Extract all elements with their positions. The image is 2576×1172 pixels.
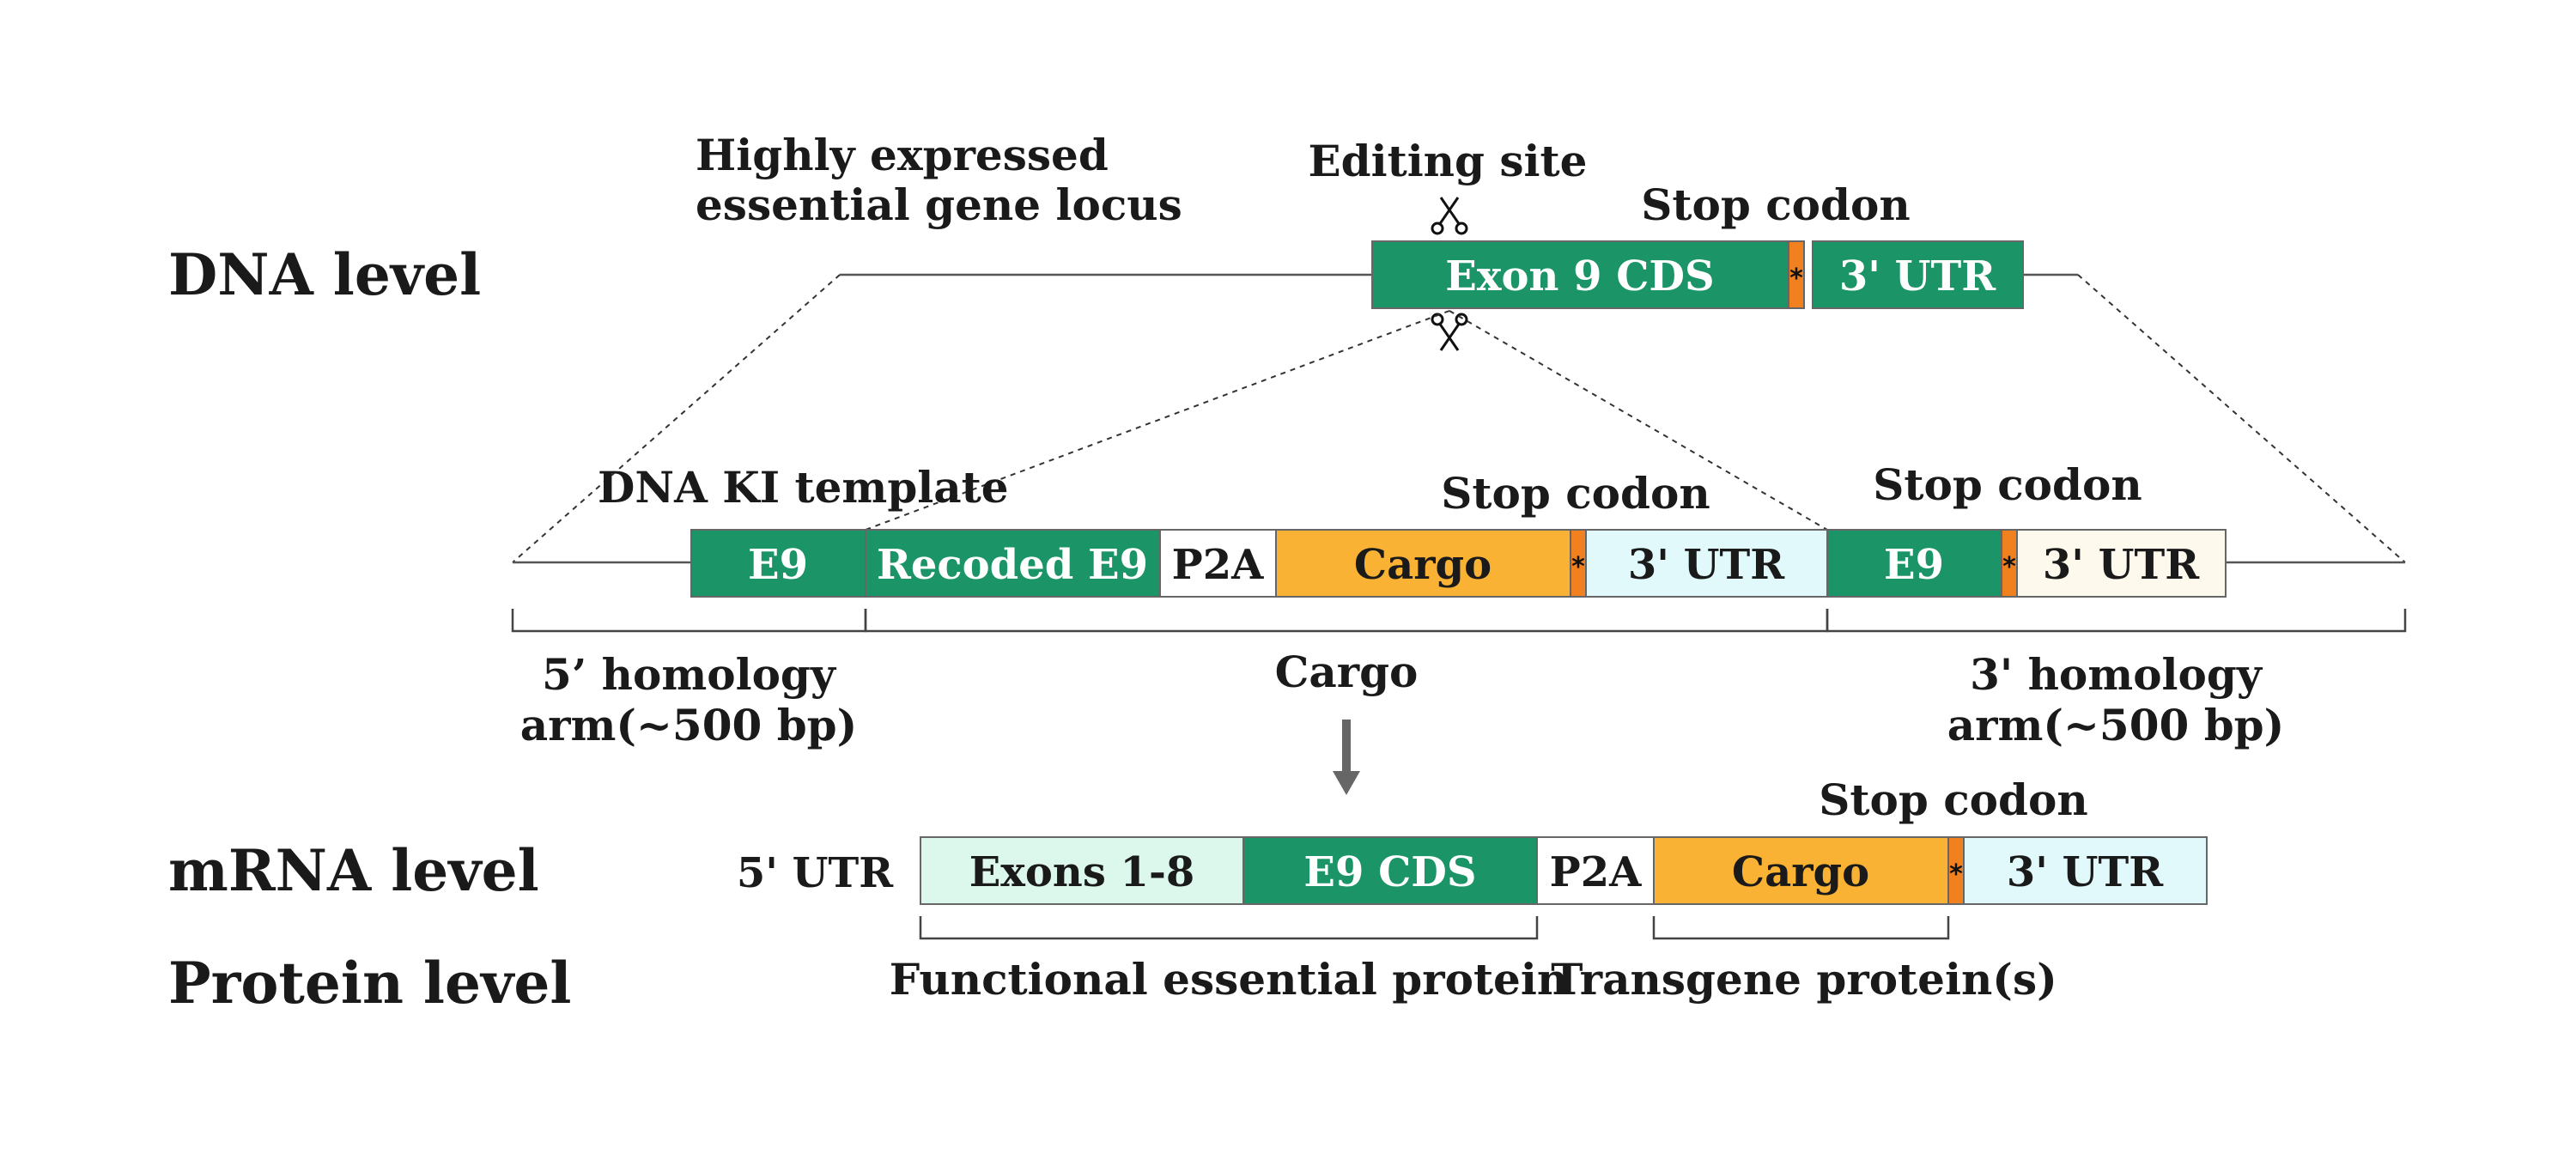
- arm3-bracket: [1826, 609, 2407, 633]
- arm5-label-line1: 5’ homology: [542, 649, 837, 700]
- mrna-transcript: 5' UTR Exons 1-8 E9 CDS P2A Cargo * 3' U…: [737, 774, 2208, 905]
- exons-1-8-label: Exons 1-8: [969, 848, 1195, 896]
- genomic-locus: Exon 9 CDS * 3' UTR Highly expressed ess…: [696, 130, 2078, 351]
- stop-star: *: [1571, 552, 1585, 582]
- utr5-label: 5' UTR: [737, 849, 894, 897]
- stop-star-2: *: [2002, 552, 2016, 582]
- dashed-line: [2077, 274, 2406, 563]
- cargo-box: [1653, 836, 1949, 905]
- utr3-label: 3' UTR: [1628, 541, 1785, 589]
- stop-codon-label-2: Stop codon: [1873, 459, 2142, 510]
- cargo-label: Cargo: [1732, 848, 1869, 896]
- dashed-line: [1449, 310, 1828, 531]
- cargo-label: Cargo: [1354, 541, 1492, 589]
- editing-site-label: Editing site: [1309, 136, 1588, 186]
- dashed-line: [865, 310, 1450, 531]
- protein-level-label: Protein level: [168, 950, 571, 1017]
- stop-codon-label: Stop codon: [1819, 774, 2087, 825]
- arm5-bracket: [511, 609, 867, 633]
- exons-1-8-box: [920, 836, 1244, 905]
- stop-star: *: [1949, 859, 1963, 890]
- locus-label-line2: essential gene locus: [696, 179, 1182, 230]
- scissors-icon: [1431, 197, 1468, 235]
- stop-star: *: [1789, 264, 1803, 294]
- ki-template-title: DNA KI template: [598, 462, 1009, 513]
- utr3-box: [1585, 529, 1828, 598]
- locus-label-line1: Highly expressed: [696, 130, 1109, 180]
- cargo-box: [1275, 529, 1571, 598]
- transgene-protein-bracket: [1652, 916, 1950, 940]
- utr3-label: 3' UTR: [2007, 848, 2164, 896]
- mrna-level-label: mRNA level: [168, 837, 539, 904]
- utr3-box-2: [2016, 529, 2227, 598]
- functional-protein-label: Functional essential protein: [890, 954, 1568, 1005]
- cargo-bracket-label: Cargo: [1275, 647, 1419, 697]
- projection-lines: [512, 274, 2406, 563]
- ki-template: E9 Recoded E9 P2A Cargo * 3' UTR E9 * 3'…: [511, 459, 2407, 795]
- p2a-label: P2A: [1550, 848, 1642, 896]
- cargo-bracket: [864, 609, 1829, 633]
- exon9-cds-box: [1371, 240, 1789, 309]
- down-arrow-icon: [1333, 720, 1360, 795]
- arm5-label-line2: arm(~500 bp): [520, 700, 858, 750]
- stop-codon-label-1: Stop codon: [1441, 468, 1710, 519]
- recoded-e9-box: [865, 529, 1161, 598]
- e9-label: E9: [748, 541, 808, 589]
- e9-cds-label: E9 CDS: [1303, 848, 1476, 896]
- p2a-box: [1536, 836, 1655, 905]
- p2a-box: [1159, 529, 1277, 598]
- functional-protein-bracket: [919, 916, 1539, 940]
- arm3-label-line2: arm(~500 bp): [1947, 700, 2285, 750]
- utr3-label-2: 3' UTR: [2043, 541, 2200, 589]
- stop-codon-box: [1788, 240, 1805, 309]
- scissors-icon: [1431, 313, 1468, 351]
- dashed-line: [512, 274, 841, 563]
- utr3-box: [1812, 240, 2024, 309]
- e9-box: [690, 529, 866, 598]
- transgene-protein-label: Transgene protein(s): [1551, 954, 2057, 1005]
- utr3-label: 3' UTR: [1839, 252, 1996, 301]
- arm3-label-line1: 3' homology: [1970, 649, 2263, 700]
- utr3-box: [1963, 836, 2208, 905]
- stop-codon-label: Stop codon: [1641, 179, 1910, 230]
- protein-products: Functional essential protein Transgene p…: [890, 916, 2057, 1005]
- dna-level-label: DNA level: [168, 241, 481, 308]
- recoded-e9-label: Recoded E9: [877, 541, 1148, 589]
- e9-box-2: [1826, 529, 2002, 598]
- exon9-cds-label: Exon 9 CDS: [1445, 252, 1714, 301]
- p2a-label: P2A: [1172, 541, 1264, 589]
- e9-label-2: E9: [1884, 541, 1944, 589]
